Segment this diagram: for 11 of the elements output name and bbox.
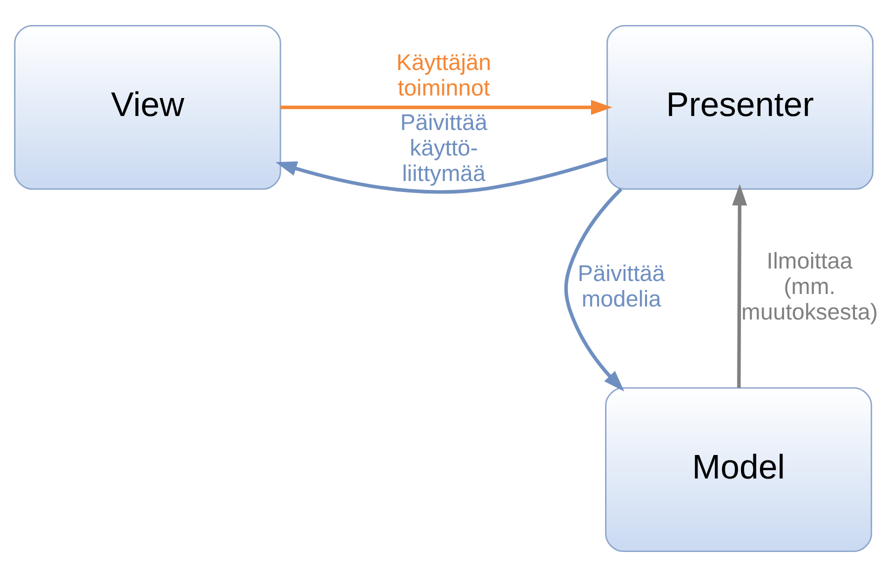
node-box: Model (604, 387, 872, 552)
edge-label: Päivittää käyttö- liittymää (400, 108, 487, 186)
node-box: View (14, 24, 281, 190)
arrow (280, 100, 612, 115)
edge-label: Ilmoittaa (mm. muutoksesta) (740, 247, 878, 324)
edge-label: Käyttäjän toiminnot (396, 49, 491, 101)
arrow (564, 188, 624, 392)
node-box: Presenter (606, 24, 874, 190)
arrow (275, 157, 607, 194)
edge-label: Päivittää modelia (577, 260, 664, 312)
arrow (732, 184, 747, 388)
